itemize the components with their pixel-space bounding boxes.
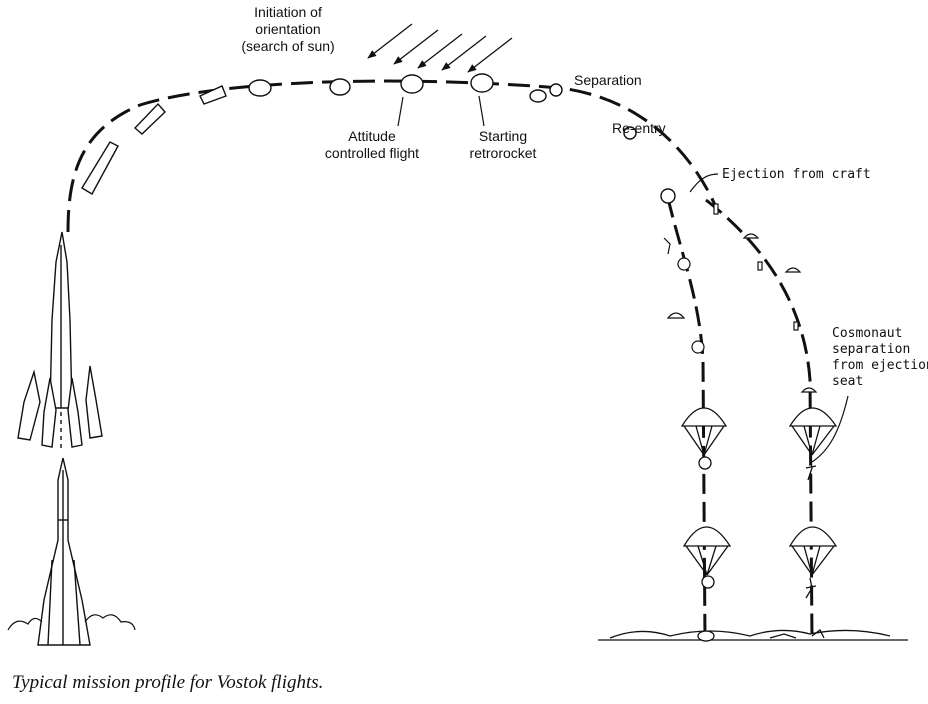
- drogue-chutes: [663, 203, 818, 393]
- label-cosmonaut-line-1: Cosmonaut: [832, 326, 903, 341]
- label-ejection-from-craft: Ejection from craft: [722, 167, 871, 182]
- cosmonaut-descent-trajectory: [705, 198, 814, 641]
- capsule-main-parachute-2: [682, 526, 732, 589]
- label-initiation-line-2: orientation: [255, 21, 321, 37]
- rocket-booster-separation: [17, 231, 103, 452]
- label-initiation-of-orientation: Initiation of orientation (search of sun…: [222, 4, 354, 55]
- label-cosmonaut-line-4: seat: [832, 374, 864, 389]
- upper-stage-ascent: [81, 79, 272, 195]
- label-attitude-controlled-flight: Attitude controlled flight: [306, 128, 438, 162]
- cosmonaut-main-parachute-1: [788, 407, 838, 481]
- label-initiation-line-3: (search of sun): [241, 38, 335, 54]
- label-separation: Separation: [574, 72, 642, 88]
- label-re-entry: Re-entry: [612, 120, 666, 136]
- leader-lines: [397, 95, 849, 463]
- label-starting-line-2: retrorocket: [469, 145, 537, 161]
- label-starting-line-1: Starting: [478, 128, 528, 144]
- figure-caption: Typical mission profile for Vostok fligh…: [12, 672, 324, 693]
- label-attitude-line-1: Attitude: [348, 128, 396, 144]
- label-cosmonaut-line-3: from ejection: [832, 358, 928, 373]
- ground-landscape: [598, 629, 908, 642]
- cosmonaut-main-parachute-2: [788, 526, 838, 599]
- label-initiation-line-1: Initiation of: [254, 4, 322, 20]
- capsule-main-parachute-1: [680, 407, 728, 470]
- orbiting-spacecraft: [329, 73, 676, 204]
- label-cosmonaut-line-2: separation: [832, 342, 911, 357]
- launch-smoke-clouds: [7, 614, 136, 631]
- sun-direction-arrows: [367, 23, 513, 73]
- rocket-on-pad: [37, 457, 91, 646]
- label-starting-retrorocket: Starting retrorocket: [448, 128, 558, 162]
- label-attitude-line-2: controlled flight: [324, 145, 420, 161]
- label-cosmonaut-separation: Cosmonaut separation from ejection seat: [832, 326, 928, 390]
